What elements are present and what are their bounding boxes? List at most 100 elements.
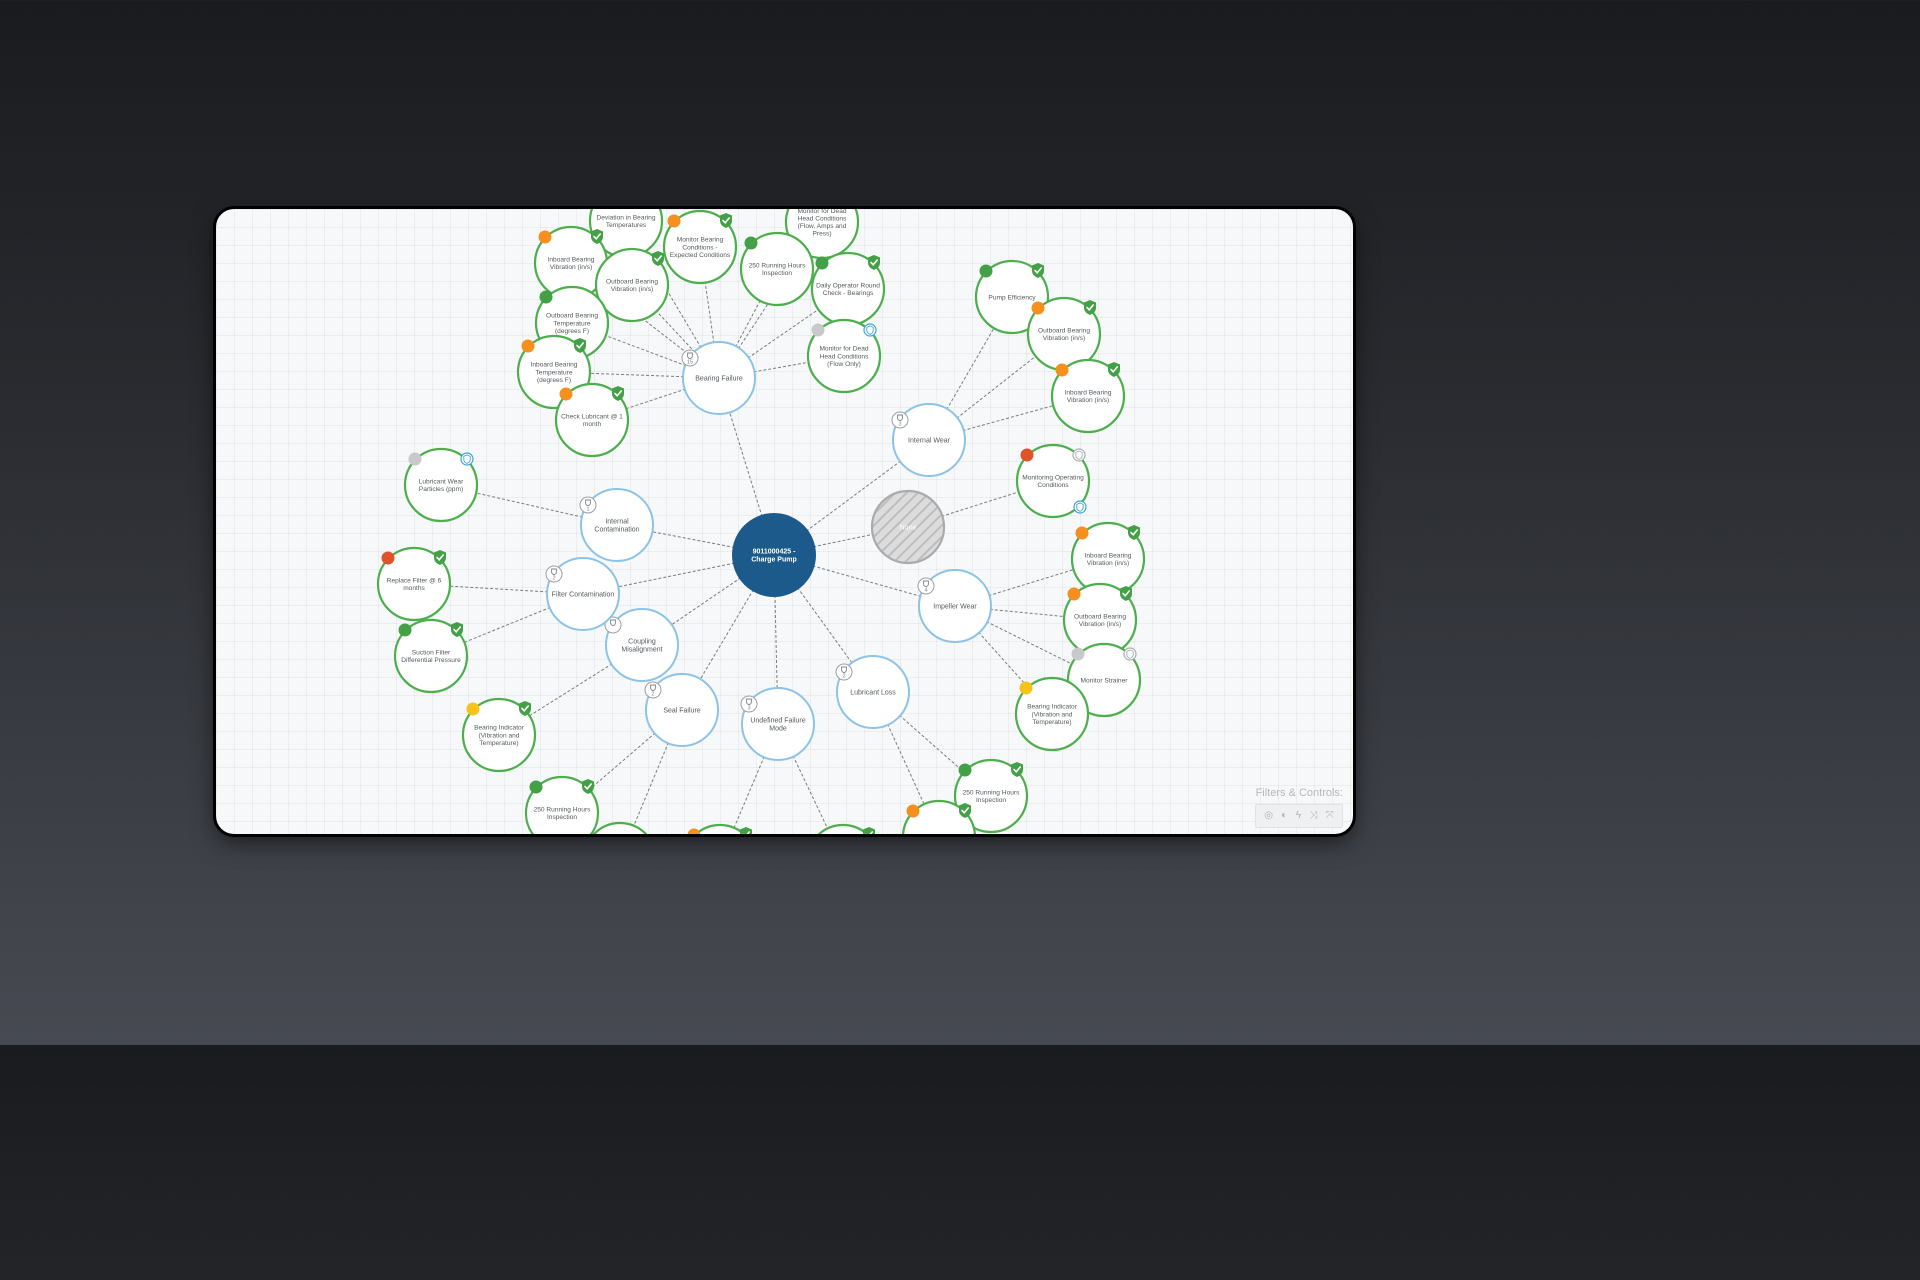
check-shield-icon — [1128, 525, 1140, 540]
node-label-line: Outboard Bearing — [1074, 614, 1126, 621]
node-label-line: (Vibration and — [479, 732, 520, 739]
action-count: 2 — [842, 674, 845, 680]
filters-controls: Filters & Controls: ◎ ◐ ϟ ⤨ ⤧ — [1255, 787, 1343, 828]
node-label-line: Press) — [812, 231, 831, 238]
shuffle-icon[interactable]: ⤨ — [1309, 810, 1318, 821]
node-label-line: Temperatures — [606, 222, 647, 229]
node-label-line: Mode — [769, 725, 787, 732]
failure-node-circle — [546, 557, 620, 631]
failure-node-circle — [836, 655, 910, 729]
node-label-line: 250 Running Hours — [534, 807, 592, 814]
node-label-line: Internal — [605, 518, 629, 525]
node-label-line: Charge Pump — [751, 556, 797, 563]
status-dot — [539, 290, 553, 304]
node-label-line: Outboard Bearing — [606, 279, 658, 286]
node-label-line: Vibration (in/s) — [611, 286, 653, 293]
action-count-badge: 4 — [917, 577, 935, 595]
shield-icon — [460, 452, 474, 466]
check-shield-icon — [434, 550, 446, 565]
action-node[interactable]: Bearing Indicator(Vibration andTemperatu… — [461, 697, 537, 773]
status-dot — [906, 804, 920, 818]
status-dot — [381, 551, 395, 565]
node-label-line: Coupling — [628, 638, 656, 645]
asset-node[interactable]: 9011000425 -Charge Pump — [732, 513, 816, 597]
node-label-line: Vibration (in/s) — [1043, 335, 1085, 342]
action-node-circle — [1015, 443, 1091, 519]
status-dot — [529, 780, 543, 794]
node-label-line: Vibration (in/s) — [1067, 397, 1109, 404]
node-label-line: Outboard Bearing — [1038, 328, 1090, 335]
check-shield-icon — [574, 338, 586, 353]
node-label-line: Temperature) — [479, 740, 518, 747]
failure-mode-sf[interactable]: Seal Failure 2 — [644, 673, 719, 747]
node-label-line: Head Conditions — [820, 353, 869, 360]
node-label-line: Replace Filter @ 6 — [387, 578, 442, 585]
action-node[interactable] — [807, 823, 879, 834]
action-node-circle — [594, 247, 670, 323]
action-count: 1 — [586, 507, 589, 513]
node-label-line: Conditions — [1037, 482, 1069, 489]
action-node[interactable] — [902, 799, 976, 834]
node-label-line: (degrees F) — [555, 328, 589, 335]
action-node[interactable]: Pump Efficiency — [974, 259, 1050, 335]
node-label-line: Temperature) — [1032, 719, 1071, 726]
failure-node-circle — [682, 341, 756, 415]
action-node[interactable] — [684, 823, 756, 834]
action-node[interactable]: Monitor Strainer — [1066, 642, 1142, 718]
status-dot — [979, 264, 993, 278]
action-node[interactable]: Bearing Indicator(Vibration andTemperatu… — [1014, 676, 1090, 752]
check-shield-icon — [1032, 263, 1044, 278]
status-dot — [408, 452, 422, 466]
failure-mode-graph[interactable]: Deviation in BearingTemperaturesMonitor … — [216, 209, 1353, 834]
node-label-line: Inspection — [547, 814, 577, 821]
asset-node-circle — [732, 513, 816, 597]
action-count-badge: 2 — [644, 681, 662, 699]
action-node-circle — [592, 821, 648, 834]
action-node[interactable] — [584, 821, 656, 834]
expand-icon[interactable]: ⤧ — [1325, 810, 1334, 821]
node-label-line: Check Lubricant @ 1 — [561, 414, 623, 421]
failure-mode-none[interactable]: None — [870, 489, 946, 565]
node-label-line: Differential Pressure — [401, 657, 461, 664]
action-node-circle — [694, 823, 746, 834]
action-node-circle — [974, 259, 1050, 335]
action-count: 2 — [651, 692, 654, 698]
action-count: 2 — [552, 576, 555, 582]
node-label-line: Seal Failure — [663, 707, 700, 714]
node-label-line: Check - Bearings — [823, 290, 874, 297]
status-dot — [521, 339, 535, 353]
node-label-line: Temperature — [553, 320, 590, 327]
contrast-icon[interactable]: ◐ — [1281, 810, 1288, 821]
target-icon[interactable]: ◎ — [1264, 810, 1273, 821]
lightning-icon[interactable]: ϟ — [1295, 810, 1302, 821]
node-label-line: Inboard Bearing — [1085, 553, 1132, 560]
link-icon — [1073, 500, 1087, 514]
